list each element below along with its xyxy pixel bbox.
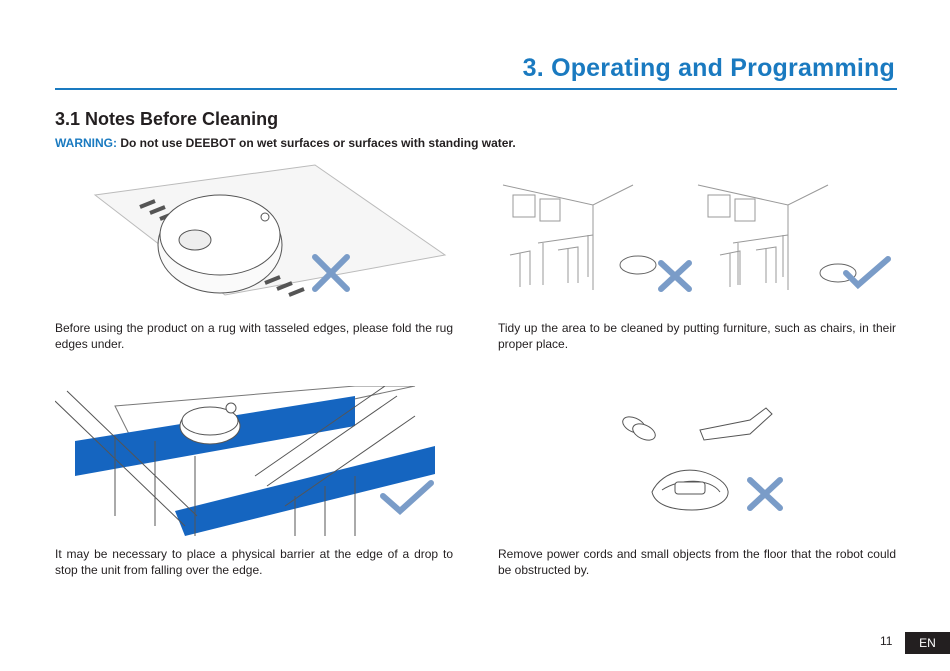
warning-text: Do not use DEEBOT on wet surfaces or sur… xyxy=(120,136,516,150)
warning-label: WARNING: xyxy=(55,136,117,150)
caption-barrier: It may be necessary to place a physical … xyxy=(55,547,453,577)
warning-line: WARNING: Do not use DEEBOT on wet surfac… xyxy=(55,136,516,150)
illustration-barrier xyxy=(55,386,455,536)
check-icon xyxy=(380,480,434,516)
language-badge: EN xyxy=(905,632,950,654)
caption-furniture: Tidy up the area to be cleaned by puttin… xyxy=(498,321,896,351)
cross-icon xyxy=(658,260,692,292)
caption-cords: Remove power cords and small objects fro… xyxy=(498,547,896,577)
illustration-rug xyxy=(55,155,455,305)
caption-rug: Before using the product on a rug with t… xyxy=(55,321,453,351)
section-title: 3.1 Notes Before Cleaning xyxy=(55,109,279,129)
title-rule xyxy=(55,88,897,90)
illustration-cords xyxy=(600,400,800,522)
cross-icon xyxy=(312,254,350,292)
cross-icon xyxy=(747,477,783,511)
page-number: 11 xyxy=(880,634,893,648)
illustration-furniture xyxy=(498,155,896,305)
check-icon xyxy=(843,256,891,290)
chapter-title: 3. Operating and Programming xyxy=(522,54,895,82)
